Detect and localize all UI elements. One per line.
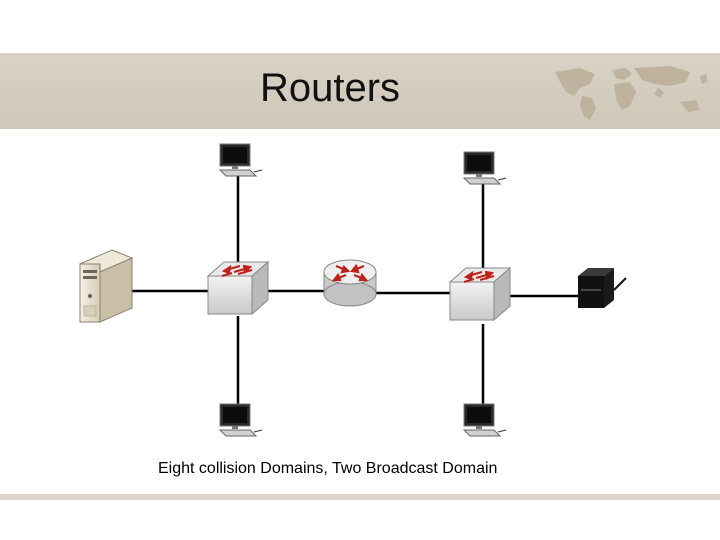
pc-icon [218, 143, 263, 177]
server-icon [78, 249, 134, 323]
network-diagram [78, 143, 627, 437]
mainframe-icon [578, 268, 627, 308]
switch-icon [206, 260, 270, 316]
pc-icon [462, 151, 507, 185]
world-map-icon [555, 66, 708, 120]
pc-icon [462, 403, 507, 437]
title-band [0, 53, 720, 129]
pc-icon [218, 403, 263, 437]
router-icon [323, 259, 377, 307]
bottom-divider [0, 494, 720, 500]
diagram-caption: Eight collision Domains, Two Broadcast D… [158, 460, 498, 477]
slide-title: Routers [260, 66, 401, 110]
switch-icon [448, 266, 512, 322]
